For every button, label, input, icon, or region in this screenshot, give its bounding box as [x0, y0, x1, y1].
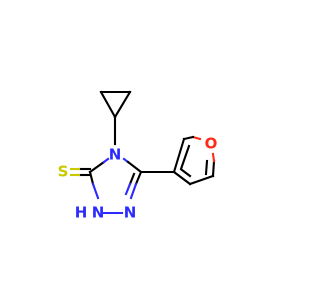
triazole-carbon-bond — [88, 160, 106, 174]
furan-bond — [182, 135, 195, 141]
nitrogen-4-label: N — [109, 146, 122, 164]
hydrogen-label: H — [75, 204, 88, 222]
triazole-double-bond — [128, 172, 136, 186]
molecular-structure-diagram: S N N H N O — [58, 90, 218, 222]
cyclopropyl-bond — [113, 90, 132, 119]
cyclopropyl-bond — [99, 90, 117, 119]
sulfur-label: S — [58, 163, 69, 181]
furan-bond — [211, 159, 216, 178]
nitrogen-2-label: N — [124, 204, 137, 222]
triazole-carbon-bond — [88, 170, 95, 186]
furan-double-bond — [180, 168, 192, 178]
triazole-nitrogen-bond — [129, 182, 138, 200]
nitrogen-1-label: N — [92, 204, 105, 222]
furan-oxygen-bond — [191, 135, 202, 141]
furan-bond — [172, 137, 186, 174]
triazole-nitrogen-bond — [91, 182, 100, 200]
bond-layer — [69, 90, 216, 215]
triazole-nitrogen-bond — [102, 157, 110, 164]
furan-oxygen-bond — [211, 152, 216, 163]
triazole-carbon-bond — [134, 170, 143, 186]
furan-bond — [172, 170, 192, 186]
triazole-double-bond — [124, 182, 132, 196]
atom-label-layer: S N N H N O — [58, 135, 218, 222]
triazole-carbon-bond — [126, 160, 143, 174]
furan-double-bond — [179, 144, 191, 171]
furan-bond — [188, 174, 215, 186]
furan-double-bond — [204, 159, 209, 176]
oxygen-label: O — [205, 135, 218, 153]
